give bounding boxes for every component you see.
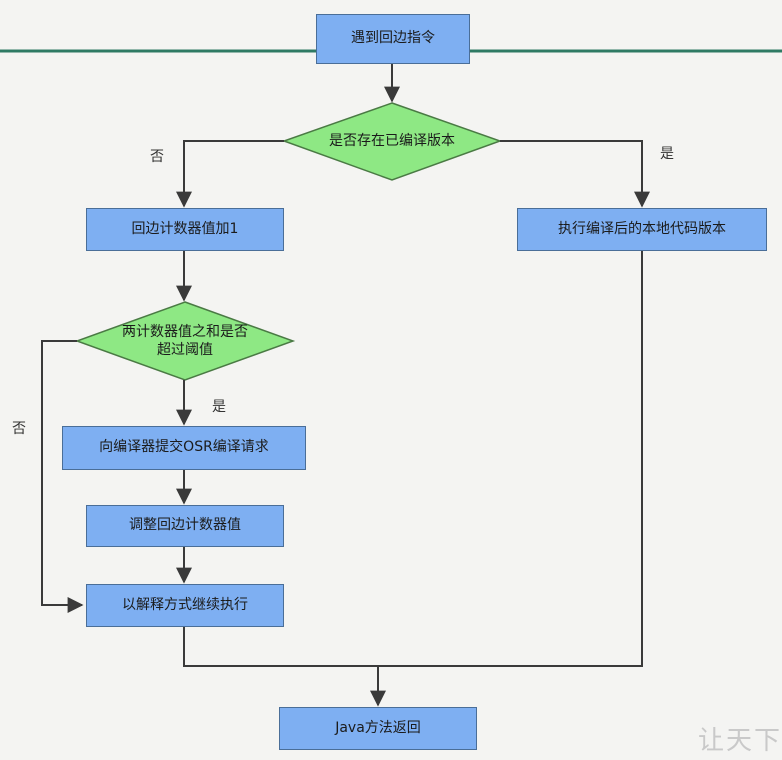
- edge-compiled-yes: [500, 140, 650, 208]
- node-execute-native: 执行编译后的本地代码版本: [517, 208, 767, 251]
- node-adjust: 调整回边计数器值: [86, 505, 284, 547]
- decision-has-compiled-label: 是否存在已编译版本: [329, 132, 455, 149]
- decision-threshold-line1: 两计数器值之和是否: [122, 323, 248, 340]
- node-return: Java方法返回: [279, 707, 477, 750]
- node-start: 遇到回边指令: [316, 14, 470, 64]
- decision-has-compiled-shape: [281, 102, 503, 181]
- decision-threshold-label: 两计数器值之和是否 超过阈值: [90, 320, 280, 362]
- edge-interpret-to-return: [183, 627, 386, 707]
- node-submit-osr: 向编译器提交OSR编译请求: [62, 426, 306, 470]
- edge-label-compiled-yes: 是: [660, 146, 674, 162]
- edge-label-compiled-no: 否: [150, 149, 164, 165]
- edge-threshold-no: [41, 340, 84, 613]
- node-interpret: 以解释方式继续执行: [86, 584, 284, 627]
- decision-threshold-line2: 超过阈值: [157, 342, 213, 358]
- edge-compiled-no: [176, 140, 284, 208]
- edge-label-threshold-no: 否: [12, 421, 26, 437]
- node-increment: 回边计数器值加1: [86, 208, 284, 251]
- edge-label-threshold-yes: 是: [212, 399, 226, 415]
- watermark: 让天下: [697, 726, 782, 756]
- edge-native-to-return: [378, 251, 643, 667]
